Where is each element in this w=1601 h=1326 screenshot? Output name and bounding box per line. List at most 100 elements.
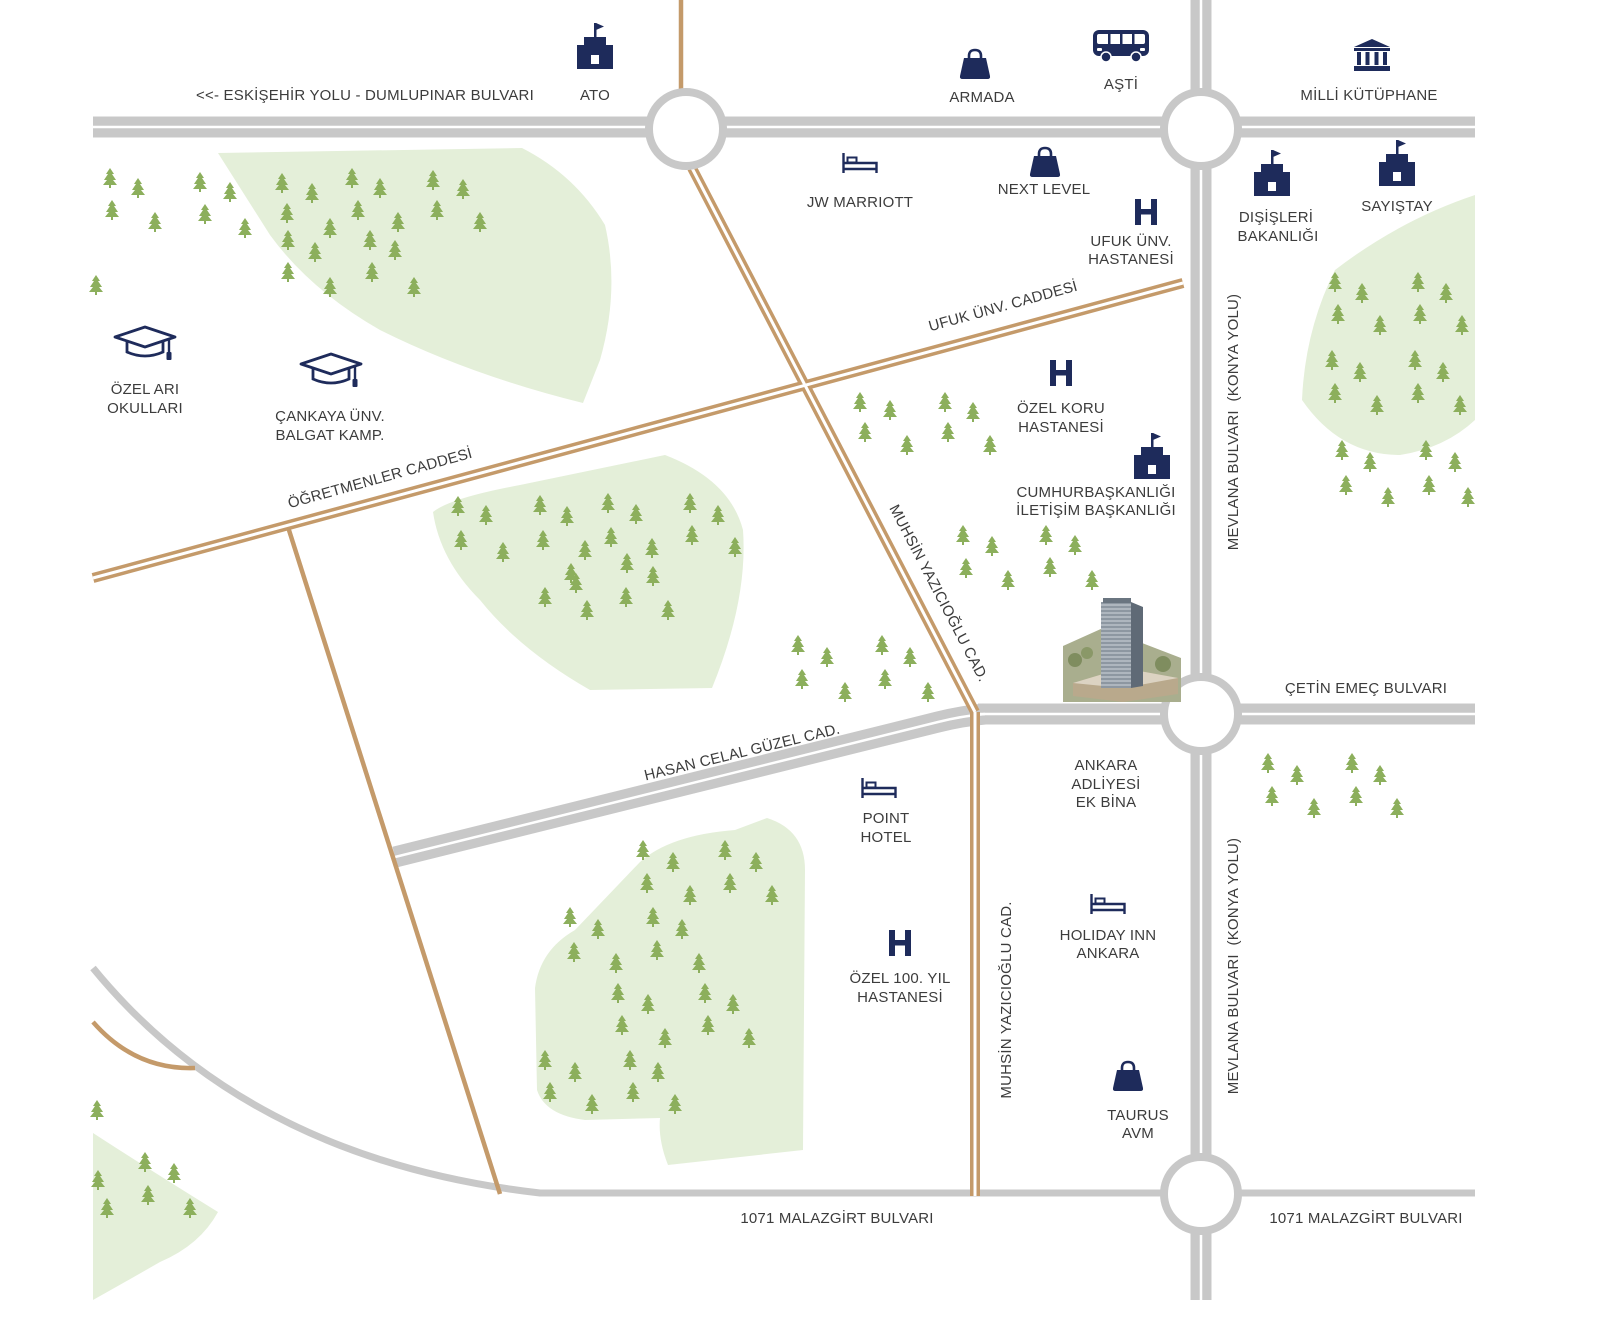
tree-icon: [138, 1152, 152, 1172]
place-label-holiday-inn: ANKARA: [1077, 945, 1140, 962]
shopping-bag-icon: [1112, 1060, 1144, 1091]
tree-icon: [938, 392, 952, 412]
tree-icon: [1039, 525, 1053, 545]
place-label-next-level: NEXT LEVEL: [998, 181, 1091, 198]
place-label-cumhurbaskanligi: CUMHURBAŞKANLIĞI: [1016, 484, 1175, 501]
tree-icon: [198, 204, 212, 224]
place-label-ankara-adliyesi: ANKARA: [1075, 757, 1138, 774]
roundabout: [1160, 1153, 1242, 1235]
graduation-cap-icon: [113, 325, 177, 362]
tree-icon: [103, 168, 117, 188]
roundabout: [1160, 88, 1242, 170]
tree-icon: [1001, 570, 1015, 590]
place-jw-marriott: JW MARRIOTT: [807, 152, 913, 211]
tree-icon: [105, 200, 119, 220]
place-label-taurus: TAURUS: [1107, 1107, 1169, 1124]
tree-icon: [853, 392, 867, 412]
tree-icon: [1390, 798, 1404, 818]
place-ozel-koru: ÖZEL KORU HASTANESİ: [1017, 360, 1105, 436]
place-label-ozel-koru: HASTANESİ: [1018, 418, 1104, 436]
hospital-icon: [1135, 199, 1157, 225]
tree-icon: [1363, 452, 1377, 472]
road-label-eskisehir-yolu: <<- ESKİŞEHİR YOLU - DUMLUPINAR BULVARI: [196, 86, 534, 104]
tree-icon: [636, 840, 650, 860]
project-building-image: [1063, 598, 1181, 702]
place-label-ozel-100-yil: HASTANESİ: [857, 988, 943, 1006]
government-building-icon: [1134, 433, 1170, 479]
bed-icon: [1090, 893, 1126, 915]
place-label-holiday-inn: HOLIDAY INN: [1060, 927, 1157, 944]
tree-icon: [1339, 475, 1353, 495]
place-ozel-ari: ÖZEL ARI OKULLARI: [107, 325, 183, 417]
tree-icon: [903, 647, 917, 667]
park-area-northwest: [218, 148, 612, 403]
place-point-hotel: POINT HOTEL: [860, 777, 911, 846]
place-label-ato: ATO: [580, 87, 610, 104]
place-label-jw-marriott: JW MARRIOTT: [807, 194, 913, 211]
tree-icon: [1373, 765, 1387, 785]
building-foliage: [1155, 656, 1171, 672]
bed-icon: [842, 152, 878, 174]
park-area-south: [535, 818, 805, 1165]
place-label-milli-kutuphane: MİLLİ KÜTÜPHANE: [1300, 86, 1437, 104]
tree-icon: [1261, 753, 1275, 773]
place-label-ufuk-hastanesi: HASTANESİ: [1088, 250, 1174, 268]
building-tower-side: [1131, 602, 1143, 688]
tree-icon: [238, 218, 252, 238]
tree-icon: [1085, 570, 1099, 590]
place-label-cumhurbaskanligi: İLETİŞİM BAŞKANLIĞI: [1016, 501, 1176, 519]
tree-icon: [193, 172, 207, 192]
tree-icon: [167, 1163, 181, 1183]
building-foliage: [1081, 647, 1093, 659]
roundabout: [645, 88, 727, 170]
place-label-cankaya-unv: ÇANKAYA ÜNV.: [275, 407, 385, 425]
place-label-asti: AŞTİ: [1104, 75, 1138, 93]
tree-icon: [858, 422, 872, 442]
tree-icon: [90, 1100, 104, 1120]
tree-icon: [1349, 786, 1363, 806]
place-ato: ATO: [577, 23, 613, 104]
place-label-point-hotel: HOTEL: [860, 829, 911, 846]
tree-icon: [223, 182, 237, 202]
tree-icon: [281, 262, 295, 282]
road-label-malazgirt-east: 1071 MALAZGİRT BULVARI: [1269, 1209, 1462, 1227]
tree-icon: [1381, 487, 1395, 507]
tree-icon: [791, 635, 805, 655]
tree-icon: [878, 669, 892, 689]
park-area-southwest: [93, 1133, 218, 1300]
tree-icon: [1290, 765, 1304, 785]
place-label-ozel-koru: ÖZEL KORU: [1017, 399, 1105, 417]
place-armada: ARMADA: [949, 48, 1014, 106]
road-centerline: [394, 712, 986, 859]
road-label-ufuk-unv-caddesi: UFUK ÜNV. CADDESİ: [927, 277, 1080, 335]
place-asti: AŞTİ: [1092, 29, 1150, 93]
parks: [93, 148, 1475, 1300]
main-roads: [90, 0, 1475, 1300]
place-label-armada: ARMADA: [949, 89, 1014, 106]
tree-icon: [966, 402, 980, 422]
place-ozel-100-yil: ÖZEL 100. YIL HASTANESİ: [850, 930, 950, 1006]
place-label-point-hotel: POINT: [863, 810, 910, 827]
road-label-mevlana-south: MEVLANA BULVARI (KONYA YOLU): [1225, 838, 1242, 1094]
place-label-cankaya-unv: BALGAT KAMP.: [275, 427, 384, 444]
hospital-icon: [1050, 360, 1072, 386]
road-malazgirt-bulvari: [90, 965, 1475, 1197]
place-label-sayistay: SAYIŞTAY: [1361, 198, 1433, 215]
place-label-ankara-adliyesi: EK BİNA: [1076, 793, 1137, 811]
road-label-malazgirt-west: 1071 MALAZGİRT BULVARI: [740, 1209, 933, 1227]
place-label-ozel-ari: OKULLARI: [107, 400, 183, 417]
place-label-disisleri: DIŞİŞLERİ: [1239, 208, 1313, 226]
roundabouts: [645, 88, 1242, 1235]
tree-icon: [1422, 475, 1436, 495]
street-centerline: [92, 281, 1184, 580]
tree-icon: [563, 907, 577, 927]
tree-icon: [1448, 452, 1462, 472]
bed-icon: [861, 777, 897, 799]
roundabout: [1160, 673, 1242, 755]
street-centerline: [690, 167, 977, 713]
place-milli-kutuphane: MİLLİ KÜTÜPHANE: [1300, 39, 1437, 104]
graduation-cap-icon: [299, 352, 363, 389]
tree-icon: [1335, 440, 1349, 460]
government-building-icon: [1254, 150, 1290, 196]
